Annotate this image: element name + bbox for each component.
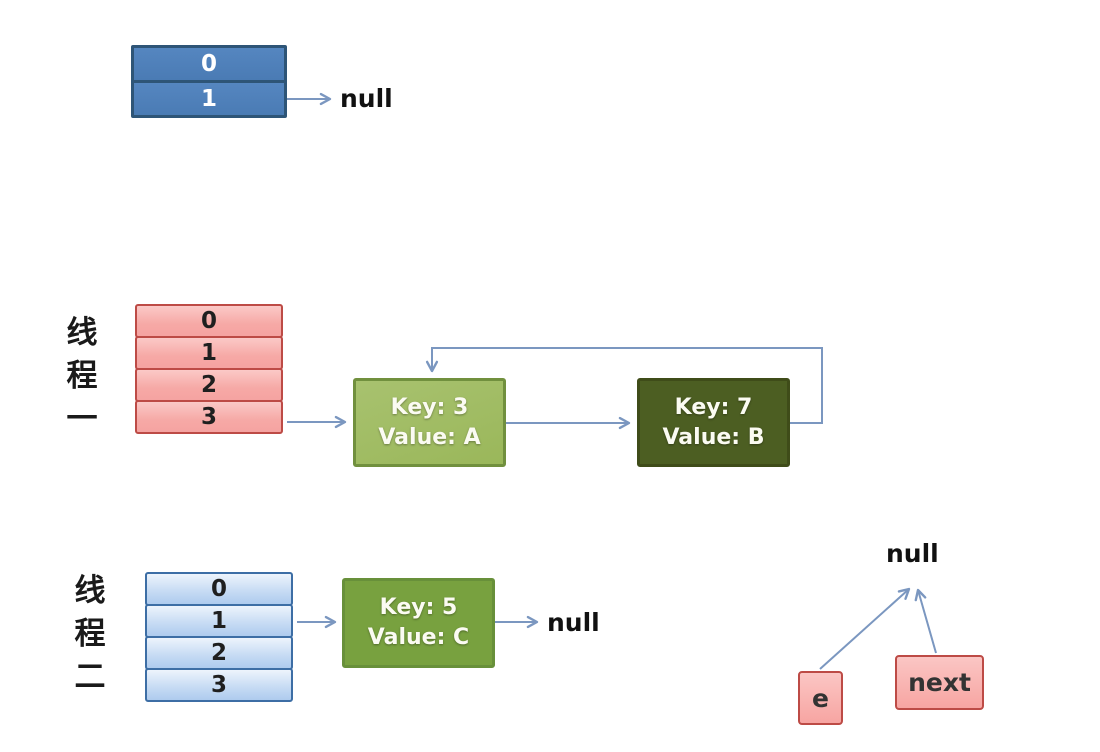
node-key3-valueA: Key: 3 Value: A — [353, 378, 506, 467]
thread2-bucket-table: 0 1 2 3 — [145, 572, 293, 702]
thread1-bucket-table: 0 1 2 3 — [135, 304, 283, 434]
node-key-line: Key: 7 — [674, 394, 753, 420]
bucket-cell: 0 — [135, 304, 283, 338]
thread2-label-char: 线 — [74, 573, 106, 609]
bucket-cell: 1 — [134, 80, 284, 115]
null-label-thread2: null — [547, 608, 600, 637]
thread2-label: 线 程 二 — [68, 570, 112, 699]
bucket-cell: 0 — [134, 48, 284, 80]
node-value-line: Value: C — [367, 625, 470, 650]
thread1-label-char: 线 — [66, 315, 98, 351]
node-key-line: Key: 3 — [390, 394, 469, 420]
thread2-label-char: 二 — [74, 659, 106, 695]
thread1-label: 线 程 一 — [60, 312, 104, 441]
bucket-cell: 3 — [135, 400, 283, 434]
thread1-label-char: 程 — [66, 358, 98, 394]
null-label-top: null — [340, 84, 393, 113]
top-bucket-table: 0 1 — [131, 45, 287, 118]
node-value-line: Value: B — [662, 424, 765, 450]
thread2-label-char: 程 — [74, 616, 106, 652]
null-label-pointers: null — [886, 539, 939, 568]
bucket-cell: 0 — [145, 572, 293, 606]
bucket-cell: 2 — [145, 636, 293, 670]
arrow-next-to-null — [914, 588, 937, 654]
bucket-cell: 1 — [135, 336, 283, 370]
node-key-line: Key: 5 — [379, 595, 458, 620]
thread1-label-char: 一 — [66, 401, 98, 437]
node-key7-valueB: Key: 7 Value: B — [637, 378, 790, 467]
bucket-cell: 1 — [145, 604, 293, 638]
pointer-e-label: e — [812, 683, 829, 713]
pointer-next-label: next — [908, 668, 971, 697]
bucket-cell: 2 — [135, 368, 283, 402]
node-key5-valueC: Key: 5 Value: C — [342, 578, 495, 668]
pointer-e-box: e — [798, 671, 843, 725]
bucket-cell: 3 — [145, 668, 293, 702]
node-value-line: Value: A — [378, 424, 481, 450]
pointer-next-box: next — [895, 655, 984, 710]
